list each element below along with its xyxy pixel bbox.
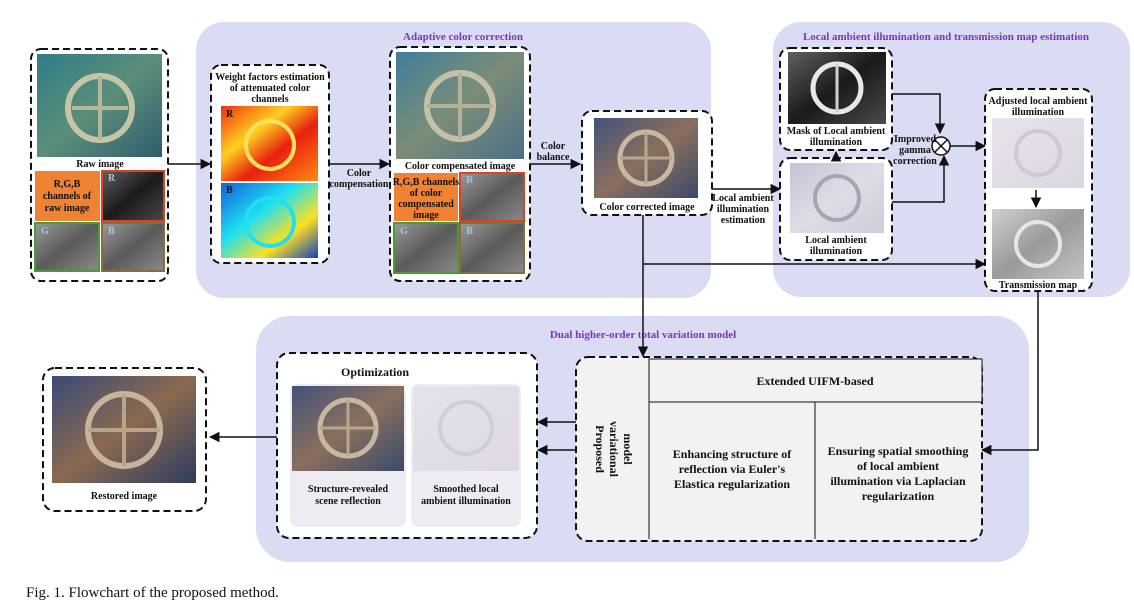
color-compensation-label-line1: Color [347, 168, 372, 179]
color-balance-line1: Color [541, 141, 566, 152]
color-balance-line2: balance [537, 152, 570, 163]
local-illum-line2: illumination [810, 246, 863, 257]
restored-image-thumb [52, 376, 196, 483]
weight-map-b-wheel [244, 196, 296, 248]
adjusted-thumb [992, 118, 1084, 188]
color-corrected-label: Color corrected image [599, 202, 695, 213]
mask-label-line2: illumination [810, 137, 863, 148]
local-est-line1: Local ambient [712, 193, 774, 204]
adjusted-line1: Adjusted local ambient [989, 96, 1089, 107]
enhancing-line2: reflection via Euler's [679, 462, 786, 476]
raw-r-channel [101, 170, 165, 222]
ensuring-line4: regularization [862, 489, 935, 503]
proposed-model-line2: variational [607, 421, 621, 478]
rgb-label-line1: R,G,B [54, 179, 81, 190]
rgb-comp-line2: of color [410, 188, 443, 199]
ensuring-line1: Ensuring spatial smoothing [828, 444, 969, 458]
rgb-label-line3: raw image [45, 203, 90, 214]
comp-r-channel [459, 172, 525, 222]
weight-label-line3: channels [251, 94, 288, 105]
color-compensated-label: Color compensated image [405, 161, 516, 172]
gamma-line3: correction [893, 156, 937, 167]
variational-model-panel [575, 356, 983, 542]
restored-image-label: Restored image [91, 491, 158, 502]
raw-b-channel [101, 222, 165, 272]
local-est-line2: illumination [717, 204, 770, 215]
raw-b-tag: B [108, 226, 115, 237]
smoothed-thumb [413, 386, 519, 471]
smoothed-line1: Smoothed local [433, 484, 499, 495]
multiply-icon-stroke-b [934, 139, 948, 153]
gamma-line2: gamma [899, 145, 931, 156]
raw-r-tag: R [108, 173, 116, 184]
comp-r-tag: R [466, 175, 474, 186]
local-header: Local ambient illumination and transmiss… [803, 31, 1089, 43]
transmission-label: Transmission map [999, 280, 1078, 291]
transmission-thumb [992, 209, 1084, 279]
weight-label-line1: Weight factors estimation [215, 72, 325, 83]
comp-g-channel [393, 222, 459, 274]
extended-uifm-label: Extended UIFM-based [756, 374, 873, 388]
figure-caption: Fig. 1. Flowchart of the proposed method… [26, 585, 279, 601]
local-est-line3: estimation [721, 215, 766, 226]
color-corrected-thumb [594, 118, 698, 198]
raw-g-channel [34, 222, 100, 272]
structure-line1: Structure-revealed [308, 484, 389, 495]
weight-label-line2: of attenuated color [230, 83, 311, 94]
mask-thumb [788, 52, 886, 124]
local-illum-line1: Local ambient [805, 235, 867, 246]
adaptive-header: Adaptive color correction [403, 31, 523, 43]
comp-b-tag: B [466, 226, 473, 237]
enhancing-line1: Enhancing structure of [673, 447, 792, 461]
ensuring-line2: of local ambient [857, 459, 939, 473]
optimization-label: Optimization [341, 365, 409, 379]
raw-image-thumb [37, 54, 162, 157]
smoothed-line2: ambient illumination [421, 496, 511, 507]
weight-map-r-wheel [244, 119, 296, 171]
comp-g-tag: G [400, 226, 408, 237]
structure-line2: scene reflection [315, 496, 381, 507]
rgb-compensated-box [394, 173, 458, 221]
weight-b-tag: B [226, 185, 233, 196]
structure-thumb [292, 386, 404, 471]
raw-image-label: Raw image [76, 159, 124, 170]
arrow-illum-to-gamma [892, 154, 950, 203]
rgb-label-line2: channels of [43, 191, 92, 202]
arrow-mask-to-gamma [892, 93, 946, 135]
color-compensated-thumb [396, 52, 524, 159]
enhancing-line3: Elastica regularization [674, 477, 790, 491]
ensuring-line3: illumination via Laplacian [830, 474, 966, 488]
weight-r-tag: R [226, 109, 234, 120]
adjusted-line2: illumination [1012, 107, 1065, 118]
rgb-channels-box [35, 171, 100, 221]
gamma-line1: Improved [894, 134, 936, 145]
color-compensation-label-line2: compensation [330, 179, 389, 190]
proposed-model-line1: Proposed [593, 425, 607, 473]
comp-b-channel [459, 222, 525, 274]
arrow-transmission-to-model [980, 291, 1039, 456]
raw-g-tag: G [41, 226, 49, 237]
proposed-model-line3: model [621, 433, 635, 465]
rgb-comp-line4: image [413, 210, 439, 221]
rgb-comp-line3: compensated [398, 199, 454, 210]
mask-label-line1: Mask of Local ambient [787, 126, 886, 137]
rgb-comp-line1: R,G,B channels [393, 177, 460, 188]
local-illumination-thumb [790, 163, 884, 233]
